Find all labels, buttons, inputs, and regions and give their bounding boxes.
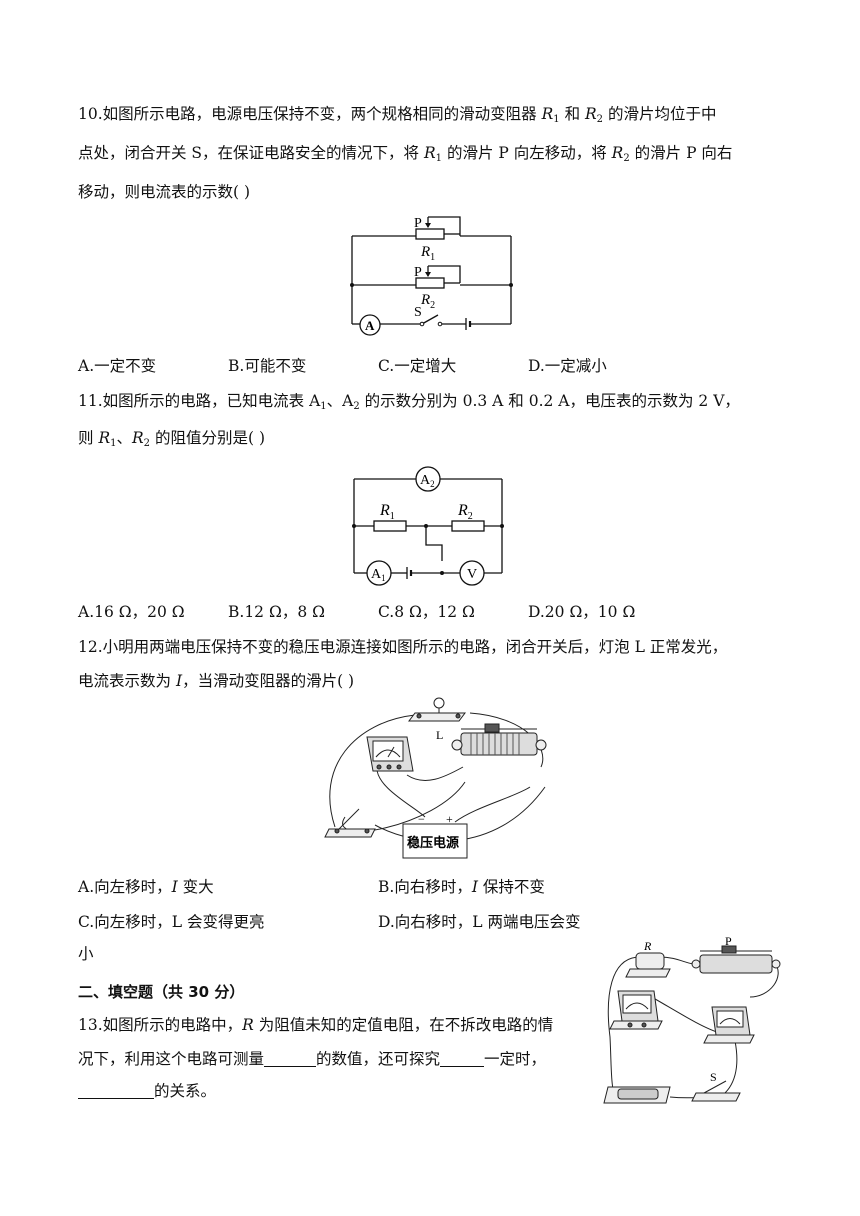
- q11-fig-r1-label: R1: [379, 502, 395, 522]
- q13-apparatus-illustration: R P: [603, 934, 781, 1104]
- q12-fig-source-label: 稳压电源: [407, 835, 459, 851]
- q13-fig-r-label: R: [643, 939, 652, 953]
- q10-fig-switch-label: S: [414, 305, 422, 320]
- q11-option-a[interactable]: A.16 Ω，20 Ω: [78, 603, 185, 621]
- q13-line-3: 的关系。: [78, 1080, 216, 1102]
- q13-fig-p-label: P: [725, 934, 732, 948]
- q12-fig-minus-label: −: [418, 812, 425, 826]
- power-supply-icon: [402, 823, 468, 859]
- q11-option-d[interactable]: D.20 Ω，10 Ω: [528, 603, 636, 621]
- q12-option-b[interactable]: B.向右移时，I 保持不变: [378, 878, 545, 896]
- q10-circuit-diagram: P R1 P R2 S A: [350, 216, 513, 336]
- q13-blank-3[interactable]: [78, 1082, 154, 1099]
- voltmeter-icon: [609, 990, 663, 1030]
- q11-option-c[interactable]: C.8 Ω，12 Ω: [378, 603, 475, 621]
- q10-fig-r1-label: R1: [420, 244, 435, 263]
- q10-fig-p2-label: P: [414, 265, 422, 280]
- q12-apparatus-illustration: L: [324, 697, 547, 859]
- q11-line-1: 11.如图所示的电路，已知电流表 A1、A2 的示数分别为 0.3 A 和 0.…: [78, 392, 740, 412]
- ammeter-icon: [366, 736, 414, 772]
- q12-option-d[interactable]: D.向右移时，L 两端电压会变: [378, 913, 581, 931]
- q10-fig-ammeter-label: A: [365, 318, 375, 333]
- q11-fig-r2-label: R2: [457, 502, 473, 522]
- q12-option-d-wrap: 小: [78, 945, 94, 963]
- switch-icon: [691, 1080, 741, 1102]
- q10-option-d[interactable]: D.一定减小: [528, 357, 607, 375]
- q12-line-1: 12.小明用两端电压保持不变的稳压电源连接如图所示的电路，闭合开关后，灯泡 L …: [78, 638, 728, 656]
- q10-option-a[interactable]: A.一定不变: [78, 357, 157, 375]
- rheostat-icon: [451, 723, 547, 756]
- q10-line-3: 移动，则电流表的示数( ): [78, 183, 251, 201]
- q12-option-c[interactable]: C.向左移时，L 会变得更亮: [78, 913, 265, 931]
- section-title: 二、填空题（共 30 分）: [78, 983, 245, 1001]
- q13-line-2: 况下，利用这个电路可测量的数值，还可探究一定时，: [78, 1050, 547, 1068]
- q13-fig-s-label: S: [710, 1070, 717, 1084]
- q13-blank-1[interactable]: [264, 1050, 317, 1067]
- q11-circuit-diagram: A2 R1 R2 A1 V: [352, 466, 504, 586]
- ammeter-icon: [703, 1006, 755, 1044]
- q10-option-b[interactable]: B.可能不变: [228, 357, 307, 375]
- q11-line-2: 则 R1、R2 的阻值分别是( ): [78, 429, 265, 449]
- q11-option-b[interactable]: B.12 Ω，8 Ω: [228, 603, 325, 621]
- q13-line-1: 13.如图所示的电路中，R 为阻值未知的定值电阻，在不拆改电路的情: [78, 1016, 554, 1034]
- q12-option-a[interactable]: A.向左移时，I 变大: [78, 878, 214, 896]
- q12-fig-lamp-label: L: [436, 728, 443, 742]
- resistor-icon: [625, 952, 671, 978]
- q10-line-1: 10.如图所示电路，电源电压保持不变，两个规格相同的滑动变阻器 R1 和 R2 …: [78, 105, 717, 125]
- q11-fig-a2-label: A2: [420, 473, 435, 489]
- q13-blank-2[interactable]: [440, 1050, 485, 1067]
- battery-icon: [603, 1086, 671, 1104]
- switch-icon: [324, 808, 376, 838]
- q10-fig-r2-label: R2: [420, 292, 435, 311]
- lamp-icon: [408, 697, 466, 722]
- q11-fig-v-label: V: [467, 567, 477, 582]
- q12-fig-plus-label: +: [446, 812, 453, 826]
- q11-fig-a1-label: A1: [371, 567, 386, 583]
- rheostat-icon: [691, 945, 781, 974]
- q10-fig-p1-label: P: [414, 216, 422, 231]
- q12-line-2: 电流表示数为 I，当滑动变阻器的滑片( ): [78, 672, 355, 690]
- q10-option-c[interactable]: C.一定增大: [378, 357, 457, 375]
- q10-line-2: 点处，闭合开关 S，在保证电路安全的情况下，将 R1 的滑片 P 向左移动，将 …: [78, 144, 733, 164]
